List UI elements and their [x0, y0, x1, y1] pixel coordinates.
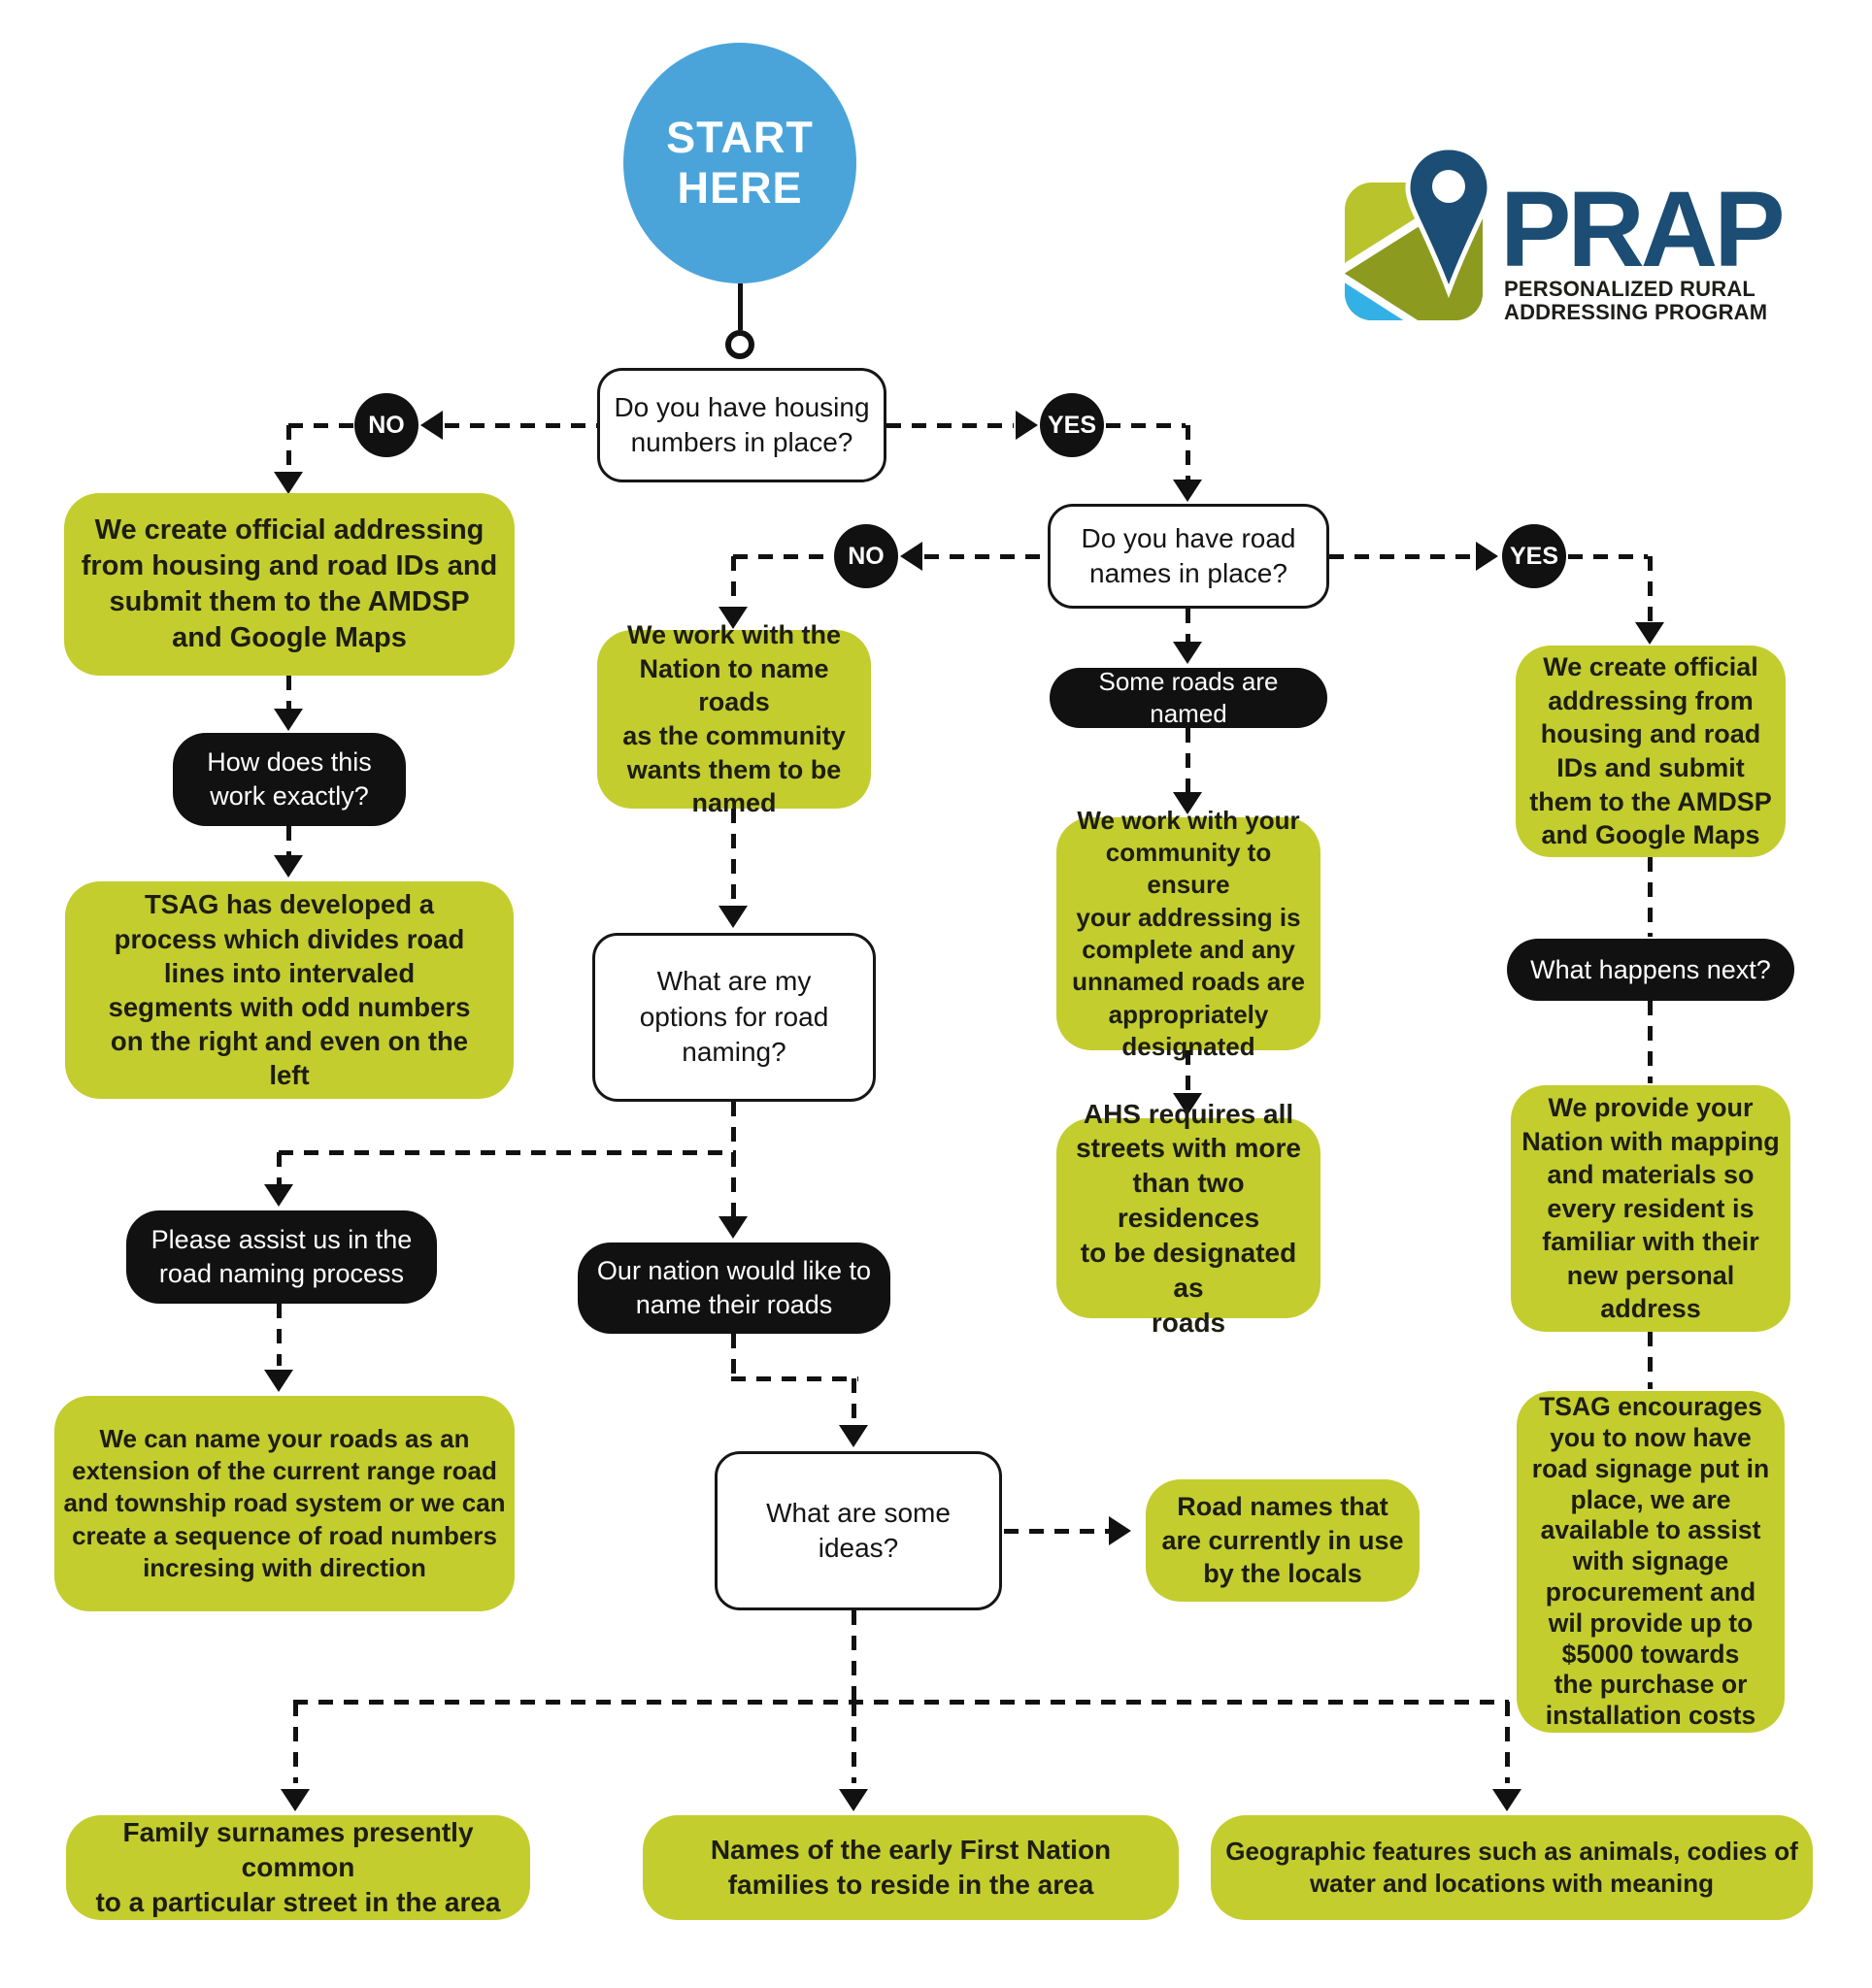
- arrowhead-down-icon: [281, 1789, 310, 1811]
- connector-dash: [293, 1702, 298, 1783]
- connector-dash: [731, 1152, 736, 1218]
- connector-dash: [277, 1304, 282, 1366]
- start-connector-line: [738, 283, 743, 330]
- connector-dash: [286, 425, 291, 474]
- box-geographic-features: Geographic features such as animals, cod…: [1211, 1815, 1813, 1920]
- connector-dash: [286, 676, 291, 711]
- decision-road-names: Do you have road names in place?: [1048, 504, 1329, 609]
- connector-dash: [1186, 1050, 1190, 1095]
- arrowhead-right-icon: [1016, 411, 1038, 440]
- box-create-addressing-left: We create official addressing from housi…: [64, 493, 515, 676]
- box-work-with-nation: We work with the Nation to name roads as…: [597, 620, 871, 817]
- box-community-addressing: We work with your community to ensure yo…: [1056, 806, 1320, 1061]
- connector-dash: [731, 1102, 736, 1152]
- arrowhead-down-icon: [264, 1184, 293, 1207]
- pill-assist-road-naming: Please assist us in the road naming proc…: [126, 1210, 437, 1304]
- connector-dash: [924, 554, 1048, 559]
- start-connector-ring: [725, 330, 754, 359]
- connector-dash: [279, 1150, 736, 1155]
- box-tsag-process: TSAG has developed a process which divid…: [65, 881, 514, 1099]
- decision-naming-options: What are my options for road naming?: [592, 933, 876, 1102]
- arrowhead-down-icon: [1173, 792, 1202, 814]
- box-family-surnames: Family surnames presently common to a pa…: [66, 1815, 530, 1920]
- arrowhead-down-icon: [839, 1425, 868, 1447]
- connector-dash: [1568, 554, 1648, 559]
- connector-dash: [731, 809, 736, 908]
- arrowhead-down-icon: [1173, 642, 1202, 664]
- decision-housing-numbers: Do you have housing numbers in place?: [597, 368, 886, 482]
- connector-dash: [852, 1378, 856, 1423]
- box-first-nation-families: Names of the early First Nation families…: [643, 1815, 1179, 1920]
- connector-dash: [1186, 425, 1190, 483]
- answer-no-road-names: NO: [834, 524, 898, 588]
- connector-dash: [1004, 1529, 1111, 1534]
- box-create-addressing-right: We create official addressing from housi…: [1516, 646, 1786, 857]
- connector-dash: [1648, 1001, 1653, 1083]
- arrowhead-down-icon: [274, 472, 303, 494]
- connector-dash: [852, 1610, 856, 1700]
- pill-some-roads-named: Some roads are named: [1050, 667, 1327, 728]
- start-node: START HERE: [623, 43, 856, 283]
- decision-some-ideas: What are some ideas?: [715, 1451, 1002, 1610]
- pill-what-happens-next: What happens next?: [1507, 939, 1794, 1001]
- connector-dash: [731, 1376, 858, 1381]
- arrowhead-right-icon: [1476, 542, 1498, 571]
- connector-dash: [733, 554, 832, 559]
- arrowhead-down-icon: [1635, 622, 1664, 645]
- connector-dash: [1106, 423, 1186, 428]
- connector-dash: [277, 1152, 282, 1187]
- arrowhead-down-icon: [274, 709, 303, 731]
- pill-how-does-this-work: How does this work exactly?: [173, 733, 406, 826]
- answer-yes-road-names: YES: [1502, 524, 1566, 588]
- connector-dash: [1505, 1702, 1510, 1783]
- connector-dash: [1329, 554, 1474, 559]
- box-range-township: We can name your roads as an extension o…: [54, 1396, 515, 1611]
- connector-dash: [886, 423, 1014, 428]
- connector-dash: [293, 1700, 1509, 1705]
- connector-dash: [1186, 728, 1190, 794]
- arrowhead-down-icon: [839, 1789, 868, 1811]
- box-road-names-in-use: Road names that are currently in use by …: [1146, 1479, 1420, 1602]
- answer-no-housing: NO: [354, 393, 418, 457]
- arrowhead-right-icon: [1109, 1516, 1131, 1545]
- connector-dash: [1648, 556, 1653, 624]
- pill-nation-name-roads: Our nation would like to name their road…: [578, 1242, 890, 1334]
- box-road-signage: TSAG encourages you to now have road sig…: [1517, 1391, 1785, 1733]
- box-ahs-requirement: AHS requires all streets with more than …: [1056, 1099, 1320, 1338]
- connector-dash: [1186, 609, 1190, 644]
- logo-subtitle-line2: ADDRESSING PROGRAM: [1504, 300, 1768, 324]
- arrowhead-left-icon: [420, 411, 443, 440]
- box-mapping-materials: We provide your Nation with mapping and …: [1511, 1085, 1790, 1332]
- connector-dash: [731, 1334, 736, 1378]
- logo-brand: PRAP: [1500, 170, 1786, 289]
- arrowhead-left-icon: [900, 542, 922, 571]
- arrowhead-down-icon: [719, 1216, 748, 1239]
- connector-dash: [286, 826, 291, 857]
- answer-yes-housing: YES: [1040, 393, 1104, 457]
- connector-dash: [1648, 1332, 1653, 1389]
- arrowhead-down-icon: [719, 607, 748, 629]
- arrowhead-down-icon: [274, 855, 303, 878]
- arrowhead-down-icon: [264, 1370, 293, 1392]
- connector-dash: [731, 556, 736, 609]
- connector-dash: [445, 423, 597, 428]
- connector-dash: [288, 423, 354, 428]
- arrowhead-down-icon: [1173, 480, 1202, 502]
- map-pin-icon: [1405, 145, 1492, 299]
- connector-dash: [1648, 857, 1653, 937]
- connector-dash: [852, 1702, 856, 1783]
- arrowhead-down-icon: [1173, 1093, 1202, 1115]
- arrowhead-down-icon: [719, 906, 748, 928]
- arrowhead-down-icon: [1492, 1789, 1521, 1811]
- logo-subtitle-line1: PERSONALIZED RURAL: [1504, 277, 1756, 301]
